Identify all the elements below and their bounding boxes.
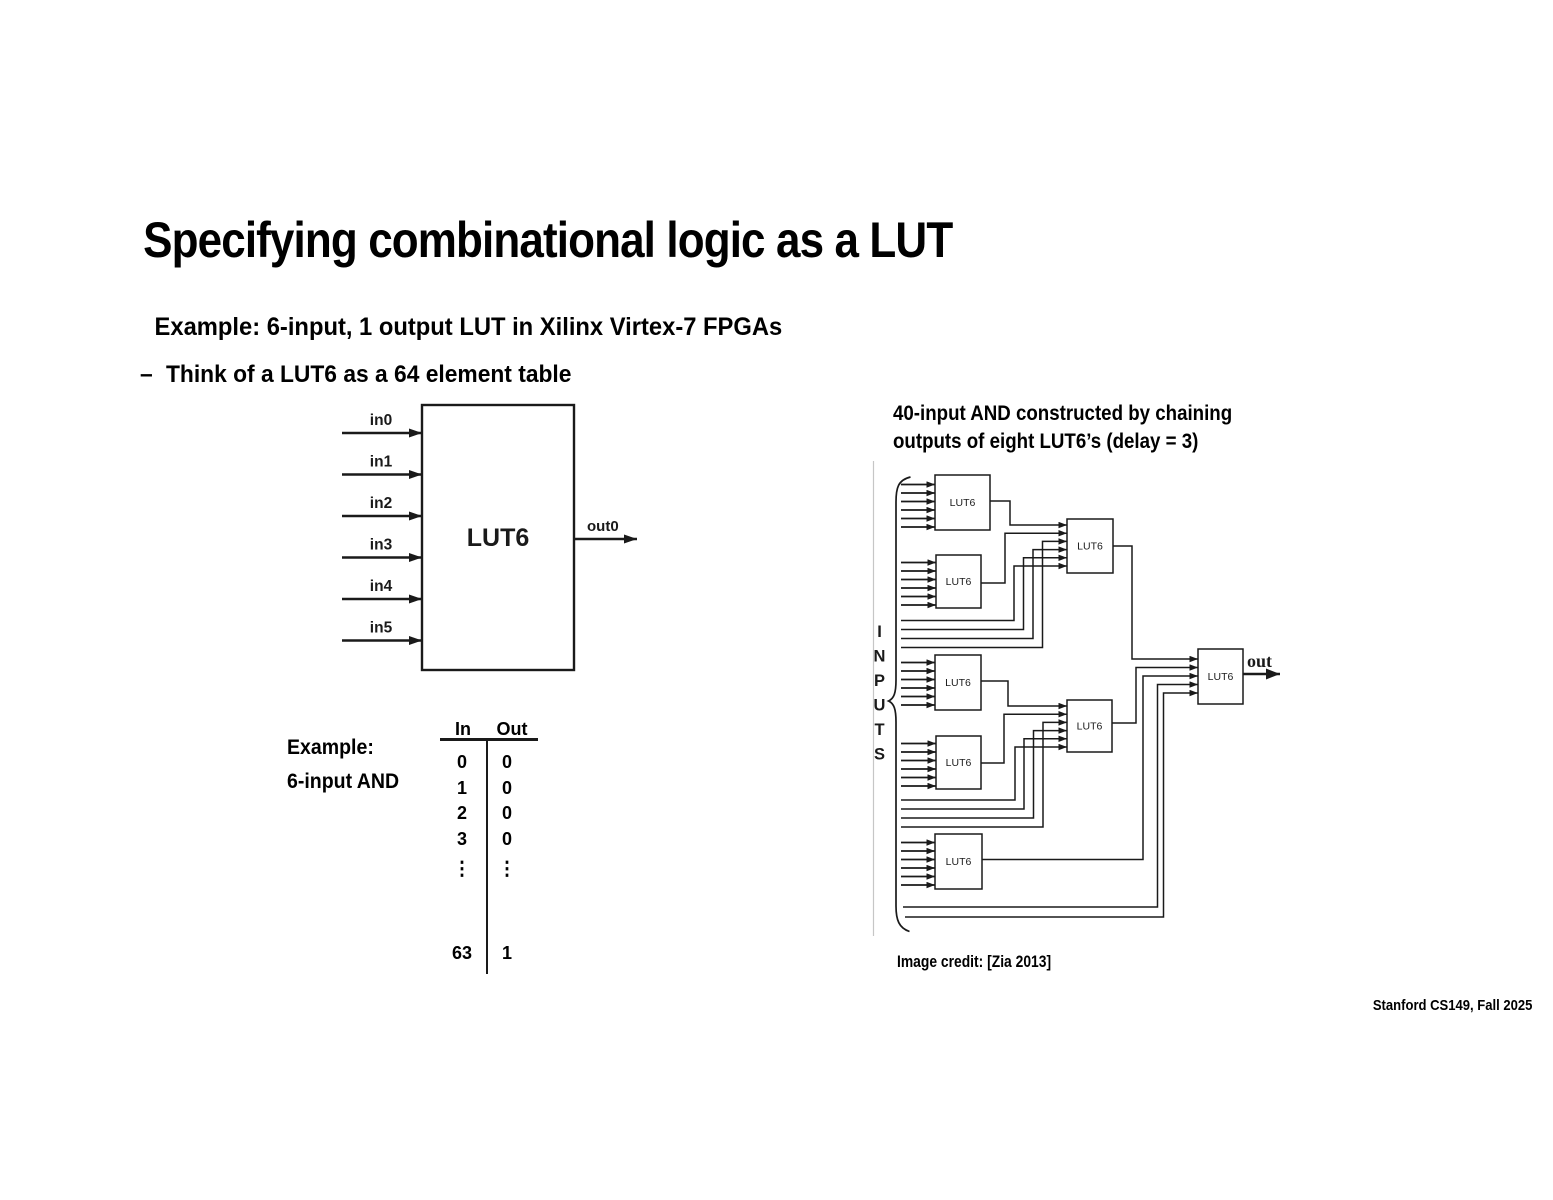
input-label: in0 (370, 412, 392, 429)
lut-box-a (934, 474, 991, 531)
table-cell: 63 (451, 943, 473, 963)
input-label: in3 (370, 537, 393, 554)
table-cell: 1 (456, 778, 467, 798)
lut-box-f (1066, 699, 1113, 753)
direct-input-to-c (901, 562, 1067, 622)
inputs-letter: S (874, 746, 885, 764)
lut-label: LUT6 (945, 677, 971, 689)
table-cell-ellipsis: ⋮ (452, 859, 472, 880)
subtitle: Example: 6-input, 1 output LUT in Xilinx… (154, 313, 783, 341)
table-column-divider (485, 738, 489, 974)
direct-input-to-f (901, 719, 1067, 828)
lut6-input-lines (342, 428, 637, 645)
lut-label: LUT6 (946, 856, 972, 868)
inputs-brace (886, 476, 911, 933)
inputs-letter: I (877, 623, 882, 641)
table-cell: 0 (456, 752, 467, 772)
image-credit: Image credit: [Zia 2013] (897, 953, 1052, 971)
direct-input-to-f (901, 743, 1067, 801)
input-stubs-lut-a (901, 481, 935, 531)
lut-label: LUT6 (950, 497, 976, 509)
direct-input-to-c (901, 546, 1067, 640)
lut-label: LUT6 (1077, 721, 1103, 733)
chain-diagram: I N P U T S (872, 461, 1280, 936)
lut-box-d (934, 654, 982, 711)
table-cell: 1 (501, 943, 512, 963)
heading-line1: 40-input AND constructed by chaining (893, 401, 1233, 425)
lut-box-h (1197, 648, 1244, 705)
heading-line2: outputs of eight LUT6’s (delay = 3) (893, 428, 1199, 453)
lut-box-b (935, 554, 982, 609)
table-cell: 3 (456, 829, 467, 849)
lut-label: LUT6 (1077, 541, 1103, 553)
wire-e-to-f (981, 710, 1067, 764)
table-header-rule (440, 738, 538, 741)
lut6-box (420, 403, 576, 672)
lut-box-e (935, 735, 982, 790)
caption-line1: Example: (287, 736, 374, 759)
table-cell: 0 (501, 752, 512, 772)
table-cell: 0 (501, 829, 512, 849)
lut6-box-label: LUT6 (467, 524, 530, 552)
lut6-input-labels: in0 in1 in2 in3 in4 in5 (370, 412, 393, 637)
direct-input-to-c (901, 554, 1067, 631)
wire-g-to-h (982, 672, 1198, 861)
input-stubs-lut-d (901, 659, 935, 709)
chain-diagram-heading: 40-input AND constructed by chaining out… (893, 400, 1232, 455)
lut-label: LUT6 (946, 576, 972, 588)
input-stubs-lut-e (901, 740, 936, 790)
inputs-letter: P (874, 672, 885, 690)
wire-d-to-f (981, 680, 1067, 710)
lut-boxes (934, 474, 1244, 890)
direct-input-to-f (901, 727, 1067, 819)
input-label: in4 (370, 578, 393, 595)
slide-footer: Stanford CS149, Fall 2025 (1372, 997, 1532, 1014)
inputs-letter: U (874, 697, 886, 715)
wire-c-to-h (1113, 545, 1198, 663)
table-header-out: Out (496, 719, 528, 739)
table-cell: 0 (501, 778, 512, 798)
input-label: in2 (370, 495, 392, 512)
direct-input-to-h (905, 689, 1198, 918)
table-cell: 2 (456, 803, 467, 823)
bullet-item: –Think of a LUT6 as a 64 element table (140, 361, 571, 389)
wire-b-to-c (981, 529, 1067, 584)
page-title: Specifying combinational logic as a LUT (143, 212, 953, 268)
wires (901, 500, 1198, 918)
direct-input-to-h (903, 681, 1198, 908)
bullet-text: Think of a LUT6 as a 64 element table (165, 361, 572, 388)
input-label: in5 (370, 620, 393, 637)
table-header-in: In (455, 719, 471, 739)
lut-label: LUT6 (1208, 671, 1234, 683)
final-out-label: out (1247, 651, 1272, 671)
wire-f-to-h (1112, 664, 1198, 724)
input-label: in1 (370, 454, 393, 471)
direct-input-to-c (901, 538, 1067, 649)
truth-table-caption: Example: 6-input AND (287, 731, 399, 798)
lut6-diagram: in0 in1 in2 in3 in4 in5 LUT6 out0 (342, 403, 637, 672)
lut-box-c (1066, 518, 1114, 574)
input-stubs-lut-b (901, 559, 936, 609)
inputs-letter: T (874, 721, 884, 739)
inputs-label: I N P U T S (874, 623, 886, 764)
caption-line2: 6-input AND (287, 769, 400, 793)
lut-box-labels: LUT6 LUT6 LUT6 LUT6 LUT6 LUT6 LUT6 LUT6 (945, 497, 1233, 868)
lut-box-g (934, 833, 983, 890)
table-cell: 0 (501, 803, 512, 823)
direct-input-to-f (901, 735, 1067, 810)
inputs-letter: N (874, 648, 886, 666)
wire-a-to-c (990, 500, 1067, 529)
bullet-dash: – (140, 361, 153, 388)
lut-label: LUT6 (946, 757, 972, 769)
input-stubs-lut-g (901, 839, 935, 889)
table-cell-ellipsis: ⋮ (497, 859, 517, 880)
lut6-output-label: out0 (587, 518, 619, 535)
